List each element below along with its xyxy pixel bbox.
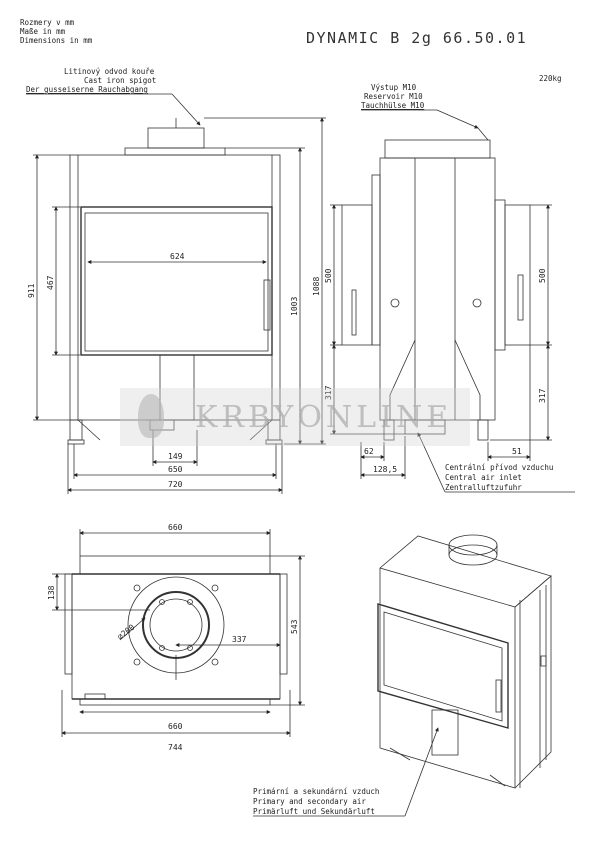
units-line-en: Dimensions in mm bbox=[20, 36, 93, 45]
central-air-label-de: Zentralluftzufuhr bbox=[445, 483, 522, 492]
front-view bbox=[67, 118, 283, 445]
dim-bottom-width: 660 bbox=[168, 722, 183, 731]
primary-air-label-de: Primärluft und Sekundärluft bbox=[253, 807, 375, 816]
dim-flue-diameter: ⌀200 bbox=[116, 623, 137, 642]
outlet-label-en: Reservoir M10 bbox=[364, 92, 423, 101]
dim-inner-width: 650 bbox=[168, 465, 183, 474]
outlet-label-cz: Výstup M10 bbox=[371, 83, 417, 92]
primary-air-label-cz: Primární a sekundární vzduch bbox=[253, 787, 380, 796]
dim-top-width: 660 bbox=[168, 523, 183, 532]
dim-outer-width: 720 bbox=[168, 480, 183, 489]
flue-label-cz: Litinový odvod kouře bbox=[64, 67, 155, 76]
dim-height-flue: 1088 bbox=[312, 277, 321, 296]
dim-side-right-upper: 500 bbox=[538, 268, 547, 283]
dim-height-overall: 911 bbox=[27, 283, 36, 298]
central-air-label-cz: Centrální přívod vzduchu bbox=[445, 463, 554, 472]
flame-logo-icon bbox=[138, 394, 164, 438]
central-air-label-en: Central air inlet bbox=[445, 473, 522, 482]
watermark: KRBYONLINE bbox=[120, 388, 470, 446]
dim-inlet-offset: 128,5 bbox=[373, 465, 397, 474]
flue-label-en: Cast iron spigot bbox=[84, 76, 157, 85]
dim-side-right-lower: 317 bbox=[538, 388, 547, 403]
units-line-de: Maße in mm bbox=[20, 27, 66, 36]
dim-foot-right: 51 bbox=[512, 447, 522, 456]
dim-flue-offset: 337 bbox=[232, 635, 247, 644]
primary-air-label-en: Primary and secondary air bbox=[253, 797, 366, 806]
top-view bbox=[64, 555, 288, 706]
dim-side-upper: 500 bbox=[324, 268, 333, 283]
outlet-label-de: Tauchhülse M10 bbox=[361, 101, 425, 110]
dim-glass-height: 467 bbox=[46, 275, 55, 290]
model-title: DYNAMIC B 2g 66.50.01 bbox=[306, 29, 528, 47]
dim-height-total: 1003 bbox=[290, 297, 299, 316]
dim-outer-width-top: 744 bbox=[168, 743, 183, 752]
dim-glass-width: 624 bbox=[170, 252, 185, 261]
units-line-cz: Rozmery v mm bbox=[20, 18, 75, 27]
dim-spigot-offset: 149 bbox=[168, 452, 183, 461]
dimension-labels: 624 467 911 1003 1088 149 650 720 500 31… bbox=[27, 252, 547, 752]
flue-label-de: Der gusseiserne Rauchabgang bbox=[26, 85, 148, 94]
isometric-view bbox=[377, 534, 552, 789]
dim-side-lower: 317 bbox=[324, 385, 333, 400]
dim-foot-left: 62 bbox=[364, 447, 374, 456]
weight-label: 220kg bbox=[539, 74, 562, 83]
dim-top-front-depth: 138 bbox=[47, 585, 56, 600]
side-view bbox=[341, 127, 531, 441]
watermark-text: KRBYONLINE bbox=[195, 400, 453, 435]
dim-top-depth: 543 bbox=[290, 619, 299, 634]
